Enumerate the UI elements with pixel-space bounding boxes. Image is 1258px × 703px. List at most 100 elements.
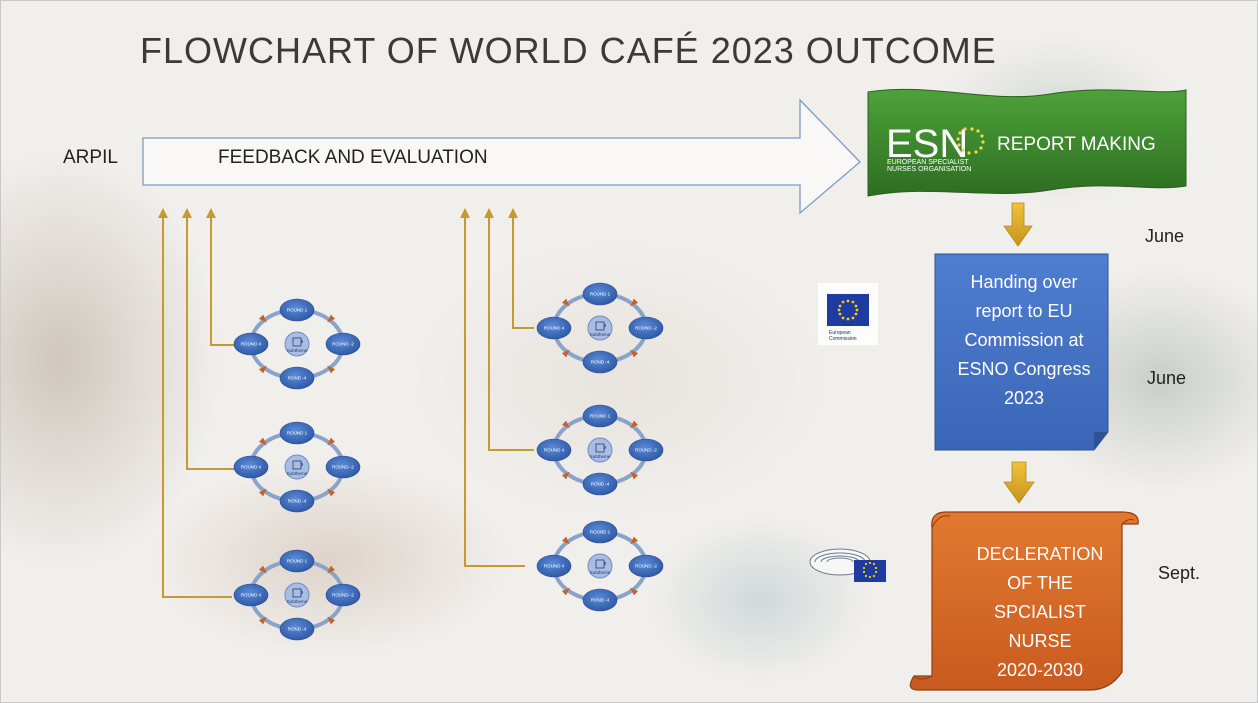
round-label: ROUND -2 [332, 465, 354, 470]
round-node-right [325, 332, 361, 356]
round-node-top [279, 549, 315, 573]
report-making-label: REPORT MAKING [997, 134, 1156, 155]
round-node-bottom [582, 472, 618, 496]
round-label: ROUND 4 [241, 593, 262, 598]
down-arrow-2 [1003, 461, 1035, 504]
subtheme-label: Subtheme [287, 348, 308, 353]
flow-arrowhead [258, 437, 267, 446]
declaration-scroll [909, 511, 1139, 691]
round-node-right [628, 316, 664, 340]
handover-line: 2023 [1003, 388, 1045, 408]
round-label: ROUND 4 [544, 448, 565, 453]
round-label: ROUND 1 [590, 292, 611, 297]
subtheme-node [587, 437, 613, 463]
round-node-bottom [582, 350, 618, 374]
date-june-1: June [1145, 226, 1185, 246]
subtheme-label: Subtheme [590, 454, 611, 459]
subtheme-node [587, 315, 613, 341]
down-arrow-1 [1003, 202, 1033, 247]
flow-arrowhead [630, 298, 639, 307]
handover-line: Commission at [964, 330, 1084, 350]
round-node-left [536, 554, 572, 578]
declaration-line: 2020-2030 [996, 660, 1084, 680]
coffee-cup-icon [595, 559, 606, 569]
round-label: ROND -4 [288, 627, 307, 632]
flow-arrowhead [561, 420, 570, 429]
round-label: ROUND -2 [332, 593, 354, 598]
flow-arrowhead [258, 616, 267, 625]
round-node-right [628, 554, 664, 578]
round-node-left [233, 332, 269, 356]
slide-title: FLOWCHART OF WORLD CAFÉ 2023 OUTCOME [140, 30, 997, 71]
round-label: ROUND -2 [635, 448, 657, 453]
round-node-left [536, 438, 572, 462]
round-label: ROND -4 [591, 482, 610, 487]
round-cycle: Subtheme ROUND 1 ROUND -2 ROND -4 ROUND 4 [536, 404, 664, 496]
declaration-line: DECLERATION [976, 544, 1104, 564]
round-label: ROUND -2 [635, 326, 657, 331]
coffee-cup-icon [292, 337, 303, 347]
flow-arrowhead [630, 349, 639, 358]
eu-commission-logo: European Commission [818, 283, 878, 345]
timeline-arrow [142, 98, 861, 215]
round-label: ROUND 4 [544, 564, 565, 569]
subtheme-label: Subtheme [287, 599, 308, 604]
round-node-right [325, 583, 361, 607]
round-label: ROUND 4 [241, 465, 262, 470]
round-node-bottom [279, 617, 315, 641]
declaration-line: OF THE [1007, 573, 1073, 593]
handover-box [934, 253, 1109, 451]
subtheme-label: Subtheme [590, 332, 611, 337]
middle-arrowheads [460, 208, 518, 218]
round-label: ROUND -2 [635, 564, 657, 569]
declaration-line: NURSE [1008, 631, 1072, 651]
parliament-icon [809, 548, 886, 582]
flow-arrowhead [630, 587, 639, 596]
left-connectors [162, 218, 244, 598]
timeline-label: FEEDBACK AND EVALUATION [218, 147, 488, 168]
coffee-cup-icon [292, 588, 303, 598]
round-cycle: Subtheme ROUND 1 ROUND -2 ROND -4 ROUND 4 [233, 549, 361, 641]
esno-tagline-2: NURSES ORGANISATION [887, 166, 971, 173]
flow-arrowhead [561, 298, 570, 307]
coffee-cup-icon [595, 443, 606, 453]
round-label: ROUND 1 [590, 414, 611, 419]
flow-arrowhead [327, 616, 336, 625]
round-label: ROUND 1 [287, 308, 308, 313]
timeline-start-label: ARPIL [63, 147, 118, 168]
round-label: ROUND 1 [590, 530, 611, 535]
flow-arrowhead [327, 365, 336, 374]
subtheme-node [587, 553, 613, 579]
round-label: ROUND 1 [287, 559, 308, 564]
round-label: ROUND 4 [241, 342, 262, 347]
round-label: ROND -4 [288, 499, 307, 504]
eu-logo-text-1: European [829, 330, 851, 336]
round-label: ROUND -2 [332, 342, 354, 347]
middle-connectors [464, 218, 534, 567]
flow-arrowhead [561, 587, 570, 596]
round-node-top [279, 421, 315, 445]
subtheme-label: Subtheme [590, 570, 611, 575]
coffee-cup-icon [292, 460, 303, 470]
flow-arrowhead [630, 420, 639, 429]
date-june-2: June [1147, 368, 1187, 388]
round-node-left [536, 316, 572, 340]
declaration-line: SPCIALIST [993, 602, 1087, 622]
round-node-top [582, 282, 618, 306]
report-making-banner: ESN EUROPEAN SPECIALIST NURSES ORGANISAT… [867, 88, 1187, 197]
flow-arrowhead [327, 488, 336, 497]
round-node-top [582, 520, 618, 544]
round-label: ROND -4 [591, 360, 610, 365]
round-node-right [628, 438, 664, 462]
round-node-bottom [279, 489, 315, 513]
esno-stars-icon [956, 127, 985, 155]
handover-line: Handing over [970, 272, 1078, 292]
round-node-bottom [279, 366, 315, 390]
subtheme-node [284, 331, 310, 357]
